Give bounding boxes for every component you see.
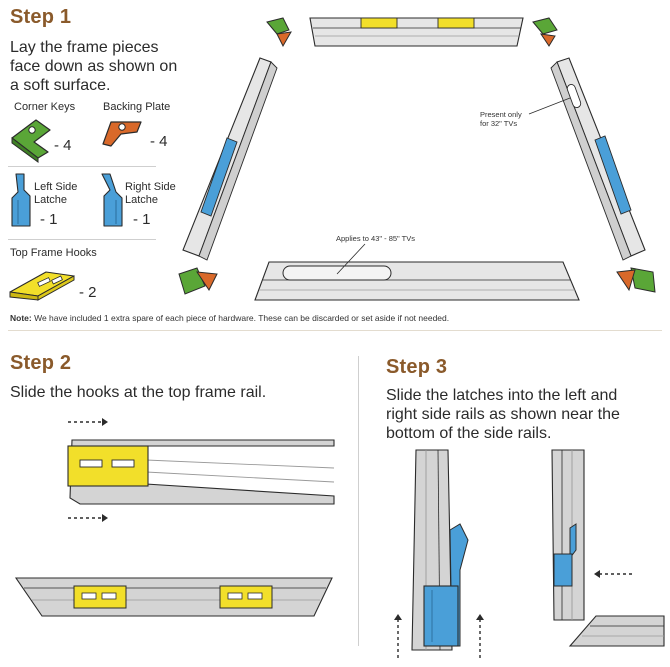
step3-illustration xyxy=(394,449,665,658)
bottom-rail-corner xyxy=(568,615,665,647)
note-prefix: Note: xyxy=(10,313,32,323)
right-latch-qty: - 1 xyxy=(133,211,151,228)
step2-illustration xyxy=(14,418,335,617)
slide-arrow-icon xyxy=(68,418,108,426)
top-rail-end xyxy=(67,439,335,505)
callout-line: for 32" TVs xyxy=(480,119,518,128)
corner-keys-qty: - 4 xyxy=(54,137,72,154)
step1-title: Step 1 xyxy=(10,6,72,28)
top-hook-icon xyxy=(9,271,75,301)
step3-title: Step 3 xyxy=(386,356,448,378)
slide-left-arrow-icon xyxy=(594,570,632,578)
step3-line: right side rails as shown near the xyxy=(386,406,620,423)
left-latch-label-line: Left Side xyxy=(34,181,78,193)
backing-plate-label: Backing Plate xyxy=(103,101,171,113)
right-side-rail xyxy=(550,57,646,261)
step1-line: a soft surface. xyxy=(10,77,111,94)
backing-plate-qty: - 4 xyxy=(150,133,168,150)
hardware-note: Note: We have included 1 extra spare of … xyxy=(10,313,449,323)
slide-up-arrow-icon xyxy=(476,614,484,658)
step1-line: face down as shown on xyxy=(10,58,178,75)
backing-plate-icon xyxy=(102,121,142,147)
step3-line: Slide the latches into the left and xyxy=(386,387,618,404)
top-rail-full xyxy=(14,577,333,617)
corner-keys-label: Corner Keys xyxy=(14,101,76,113)
bottom-frame-rail xyxy=(254,261,580,301)
slide-arrow-icon xyxy=(68,514,108,522)
left-side-rail-detail xyxy=(411,449,469,651)
top-frame-rail xyxy=(309,17,524,47)
corner-key-icon xyxy=(11,119,51,163)
right-latch-icon xyxy=(101,173,123,227)
right-latch-label-line: Latche xyxy=(125,194,159,206)
top-hooks-label: Top Frame Hooks xyxy=(10,247,97,259)
right-latch-label-line: Right Side xyxy=(125,181,176,193)
divider xyxy=(8,166,156,167)
left-latch-qty: - 1 xyxy=(40,211,58,228)
left-latch-label-line: Latche xyxy=(34,194,68,206)
step1-instructions: Lay the frame pieces face down as shown … xyxy=(10,38,177,95)
divider xyxy=(8,239,156,240)
note-text: We have included 1 extra spare of each p… xyxy=(31,313,450,323)
left-latch-label: Left Side Latche xyxy=(34,181,77,207)
right-side-rail-detail xyxy=(551,449,585,621)
left-latch-icon xyxy=(11,173,31,227)
callout-line: Present only xyxy=(480,110,522,119)
step2-title: Step 2 xyxy=(10,352,72,374)
right-latch-label: Right Side Latche xyxy=(125,181,176,207)
callout-43-85-tvs: Applies to 43" - 85" TVs xyxy=(336,234,415,243)
section-divider xyxy=(8,330,662,331)
callout-32-tvs: Present only for 32" TVs xyxy=(480,110,522,128)
top-hooks-qty: - 2 xyxy=(79,284,97,301)
step3-line: bottom of the side rails. xyxy=(386,425,552,442)
step2-instructions: Slide the hooks at the top frame rail. xyxy=(10,384,267,401)
left-side-rail xyxy=(182,57,278,261)
step3-instructions: Slide the latches into the left and righ… xyxy=(386,386,620,443)
column-divider xyxy=(358,356,359,646)
frame-layout-illustration xyxy=(178,17,656,301)
slide-up-arrow-icon xyxy=(394,614,402,658)
step1-line: Lay the frame pieces xyxy=(10,39,159,56)
